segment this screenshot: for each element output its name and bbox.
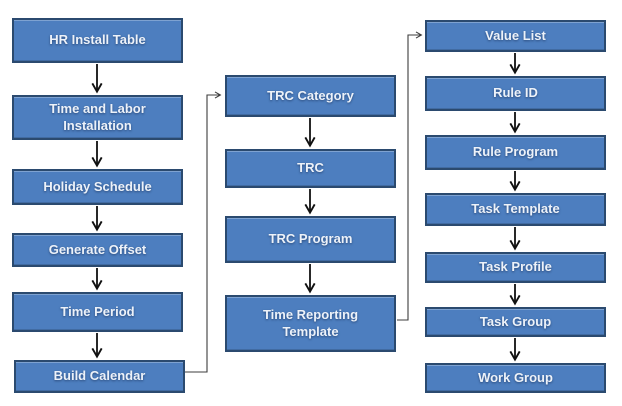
connector-time-reporting-to-value-list (397, 31, 423, 321)
box-label: HR Install Table (49, 32, 146, 48)
box-label: TRC Program (268, 231, 353, 247)
box-trc: TRC (225, 149, 396, 188)
box-label: Time Reporting Template (262, 306, 359, 339)
box-label: Holiday Schedule (43, 178, 152, 194)
box-label: Rule Program (472, 144, 559, 160)
box-label: Task Group (479, 313, 552, 329)
box-label: Work Group (478, 369, 553, 385)
box-label: Build Calendar (53, 368, 146, 384)
box-hr-install-table: HR Install Table (12, 18, 183, 63)
connector-build-calendar-to-trc-category (184, 91, 222, 373)
box-label: Time Period (60, 303, 135, 319)
box-build-calendar: Build Calendar (14, 360, 185, 393)
box-task-group: Task Group (425, 307, 606, 337)
box-trc-program: TRC Program (225, 216, 396, 263)
box-value-list: Value List (425, 20, 606, 52)
box-label: Task Profile (479, 259, 552, 275)
box-holiday-schedule: Holiday Schedule (12, 169, 183, 205)
box-label: TRC (297, 160, 324, 176)
box-label: Task Template (471, 201, 560, 217)
box-rule-id: Rule ID (425, 76, 606, 111)
box-label: Rule ID (493, 85, 538, 101)
box-label: Generate Offset (48, 241, 147, 257)
box-rule-program: Rule Program (425, 135, 606, 170)
box-label: Value List (485, 27, 546, 43)
box-time-and-labor-installation: Time and Labor Installation (12, 95, 183, 140)
box-label: TRC Category (267, 87, 354, 103)
box-work-group: Work Group (425, 363, 606, 393)
box-time-period: Time Period (12, 292, 183, 332)
box-generate-offset: Generate Offset (12, 233, 183, 267)
box-trc-category: TRC Category (225, 75, 396, 117)
box-time-reporting-template: Time Reporting Template (225, 295, 396, 352)
box-label: Time and Labor Installation (49, 100, 146, 133)
box-task-profile: Task Profile (425, 252, 606, 283)
box-task-template: Task Template (425, 193, 606, 226)
